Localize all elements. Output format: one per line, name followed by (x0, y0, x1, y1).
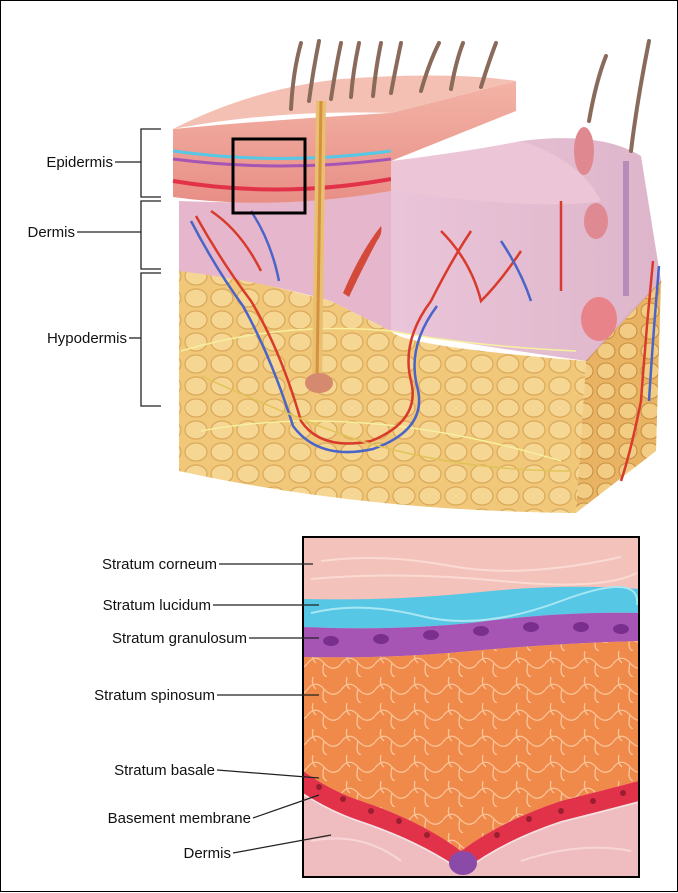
label-inset-dermis: Dermis (184, 845, 232, 862)
label-stratum-lucidum: Stratum lucidum (103, 597, 211, 614)
label-stratum-spinosum: Stratum spinosum (94, 687, 215, 704)
label-hypodermis: Hypodermis (47, 330, 127, 347)
label-epidermis: Epidermis (46, 154, 113, 171)
label-basement-membrane: Basement membrane (108, 810, 251, 827)
label-stratum-basale: Stratum basale (114, 762, 215, 779)
label-stratum-granulosum: Stratum granulosum (112, 630, 247, 647)
strata-inset (303, 537, 639, 877)
label-stratum-corneum: Stratum corneum (102, 556, 217, 573)
label-dermis: Dermis (28, 224, 76, 241)
